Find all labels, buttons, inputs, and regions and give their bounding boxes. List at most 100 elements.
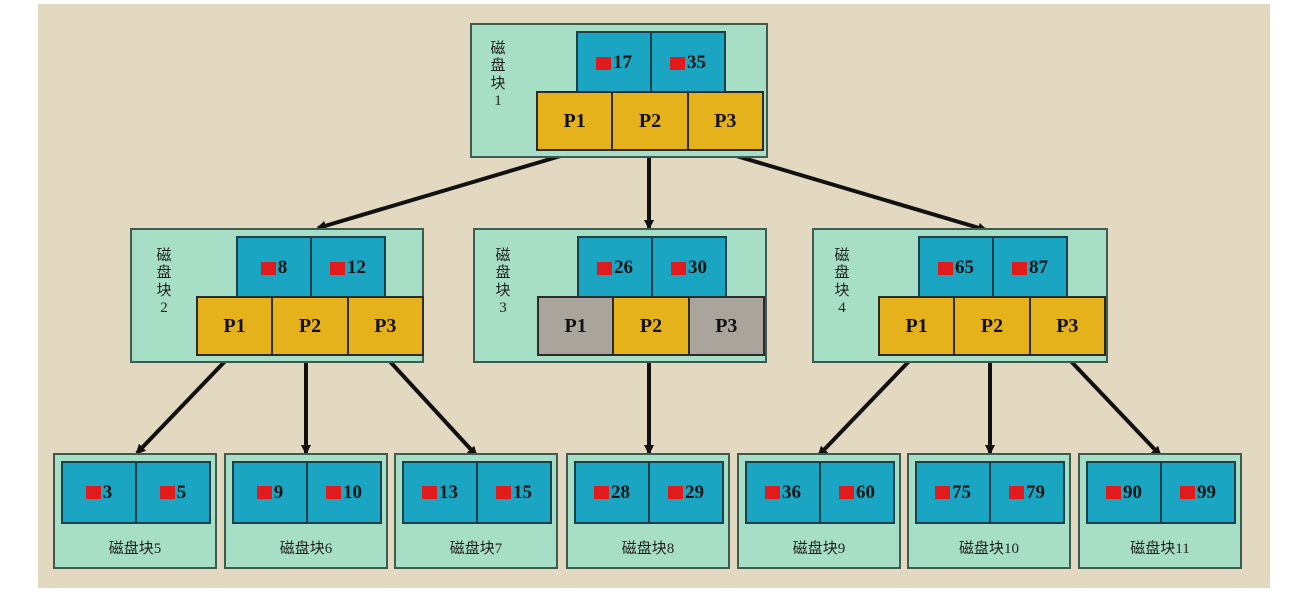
key-cell: 3 — [63, 463, 137, 522]
key-value: 79 — [1026, 481, 1045, 503]
pointer-row: P1 P2 P3 — [878, 296, 1106, 356]
pointer-p1: P1 — [538, 93, 612, 149]
key-cell: 12 — [312, 238, 384, 298]
data-pointer-marker — [1106, 486, 1121, 499]
disk-block-1: 磁盘块1 17 35 P1 P2 P3 — [470, 23, 768, 158]
data-pointer-marker — [765, 486, 780, 499]
key-cell: 30 — [653, 238, 725, 298]
key-row: 90 99 — [1086, 461, 1236, 524]
disk-block-3: 磁盘块3 26 30 P1 P2 P3 — [473, 228, 767, 363]
key-cell: 10 — [308, 463, 380, 522]
key-value: 90 — [1123, 481, 1142, 503]
key-cell: 17 — [578, 33, 652, 93]
data-pointer-marker — [256, 486, 272, 499]
key-value: 99 — [1197, 481, 1216, 503]
key-cell: 13 — [404, 463, 478, 522]
key-value: 10 — [343, 481, 362, 503]
block-label: 磁盘块6 — [279, 541, 333, 557]
disk-block-8: 28 29 磁盘块8 — [566, 453, 730, 569]
key-cell: 9 — [234, 463, 308, 522]
data-pointer-marker — [668, 486, 683, 499]
key-cell: 29 — [650, 463, 722, 522]
block-label: 磁盘块7 — [449, 541, 503, 557]
data-pointer-marker — [594, 486, 609, 499]
pointer-p1: P1 — [198, 298, 272, 354]
pointer-p2: P2 — [614, 298, 688, 354]
key-value: 30 — [688, 257, 707, 278]
key-cell: 90 — [1088, 463, 1162, 522]
key-cell: 5 — [137, 463, 209, 522]
pointer-row: P1 P2 P3 — [196, 296, 424, 356]
key-cell: 75 — [917, 463, 991, 522]
key-value: 9 — [273, 481, 284, 503]
disk-block-7: 13 15 磁盘块7 — [394, 453, 558, 569]
pointer-row: P1 P2 P3 — [537, 296, 765, 356]
data-pointer-marker — [1180, 486, 1195, 499]
block-label: 磁盘块2 — [156, 248, 172, 316]
disk-block-10: 75 79 磁盘块10 — [907, 453, 1071, 569]
pointer-p3: P3 — [1030, 298, 1104, 354]
key-row: 26 30 — [577, 236, 727, 300]
pointer-p1: P1 — [539, 298, 613, 354]
key-value: 12 — [347, 257, 366, 278]
key-value: 26 — [614, 257, 633, 278]
data-pointer-marker — [1012, 261, 1027, 275]
data-pointer-marker — [260, 261, 276, 275]
pointer-p2: P2 — [273, 298, 347, 354]
data-pointer-marker — [330, 261, 345, 275]
key-cell: 28 — [576, 463, 650, 522]
key-cell: 35 — [652, 33, 724, 93]
key-value: 35 — [687, 52, 706, 73]
key-value: 87 — [1029, 257, 1048, 278]
disk-block-9: 36 60 磁盘块9 — [737, 453, 901, 569]
data-pointer-marker — [935, 486, 950, 499]
data-pointer-marker — [839, 486, 854, 499]
key-cell: 99 — [1162, 463, 1234, 522]
pointer-p1: P1 — [880, 298, 954, 354]
pointer-p3: P3 — [689, 298, 763, 354]
key-value: 8 — [277, 257, 288, 278]
disk-block-2: 磁盘块2 8 12 P1 P2 P3 — [130, 228, 424, 363]
key-row: 8 12 — [236, 236, 386, 300]
key-row: 65 87 — [918, 236, 1068, 300]
key-cell: 15 — [478, 463, 550, 522]
key-cell: 79 — [991, 463, 1063, 522]
pointer-p3: P3 — [348, 298, 422, 354]
pointer-p2: P2 — [955, 298, 1029, 354]
data-pointer-marker — [938, 261, 953, 275]
disk-block-4: 磁盘块4 65 87 P1 P2 P3 — [812, 228, 1108, 363]
key-value: 65 — [955, 257, 974, 278]
data-pointer-marker — [596, 56, 611, 70]
data-pointer-marker — [496, 486, 511, 499]
disk-block-11: 90 99 磁盘块11 — [1078, 453, 1242, 569]
data-pointer-marker — [85, 486, 101, 499]
key-value: 17 — [613, 52, 632, 73]
key-value: 28 — [611, 481, 630, 503]
key-cell: 87 — [994, 238, 1066, 298]
block-label: 磁盘块5 — [108, 541, 162, 557]
key-row: 9 10 — [232, 461, 382, 524]
data-pointer-marker — [671, 261, 686, 275]
data-pointer-marker — [326, 486, 341, 499]
key-value: 29 — [685, 481, 704, 503]
key-value: 5 — [176, 481, 187, 503]
block-label: 磁盘块10 — [958, 541, 1019, 557]
data-pointer-marker — [422, 486, 437, 499]
key-cell: 26 — [579, 238, 653, 298]
block-label: 磁盘块4 — [834, 248, 850, 316]
block-label: 磁盘块1 — [490, 41, 506, 109]
block-label: 磁盘块11 — [1130, 541, 1190, 557]
key-value: 3 — [102, 481, 113, 503]
key-value: 75 — [952, 481, 971, 503]
key-cell: 8 — [238, 238, 312, 298]
pointer-p2: P2 — [613, 93, 687, 149]
key-cell: 60 — [821, 463, 893, 522]
key-value: 13 — [439, 481, 458, 503]
key-value: 60 — [856, 481, 875, 503]
disk-block-6: 9 10 磁盘块6 — [224, 453, 388, 569]
pointer-p3: P3 — [688, 93, 762, 149]
key-value: 15 — [513, 481, 532, 503]
disk-block-5: 3 5 磁盘块5 — [53, 453, 217, 569]
key-row: 36 60 — [745, 461, 895, 524]
key-row: 28 29 — [574, 461, 724, 524]
